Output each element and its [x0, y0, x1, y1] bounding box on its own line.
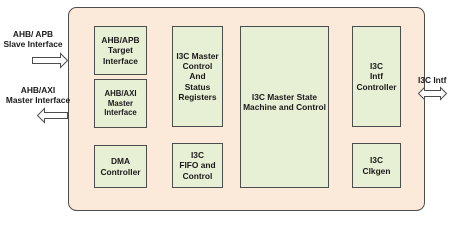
i3c-master-control-block: [172, 26, 223, 127]
i3c-fifo-label: I3C FIFO and Control: [179, 150, 216, 181]
ahb-axi-master-interface-block: [94, 79, 147, 128]
ahb-axi-master-arrow: [36, 107, 68, 124]
ahb-axi-master-interface-label: AHB/AXI Master Interface: [5, 84, 71, 105]
ahb-apb-target-label: AHB/APB Target Interface: [101, 35, 140, 66]
i3c-intf-controller-block: [352, 26, 401, 127]
i3c-state-machine-block: [240, 26, 329, 188]
ahb-apb-slave-interface-label: AHB/ APB Slave Interface: [3, 28, 63, 49]
i3c-clkgen-block: [352, 143, 401, 188]
i3c-fifo-block: [172, 143, 223, 188]
ahb-apb-target-interface-block: [94, 26, 147, 75]
i3c-intf-label: I3C Intf: [418, 74, 447, 85]
i3c-intf-controller-label: I3C Intf Controller: [356, 61, 397, 92]
ahb-apb-slave-arrow: [32, 52, 69, 69]
ahb-axi-master-label: AHB/AXI Master Interface: [104, 89, 137, 118]
dma-controller-block: [94, 145, 147, 188]
i3c-state-machine-label: I3C Master State Machine and Control: [243, 91, 326, 112]
i3c-intf-arrow: [417, 86, 448, 101]
i3c-clkgen-label: I3C Clkgen: [362, 155, 391, 176]
i3c-master-control-label: I3C Master Control And Status Registers: [176, 50, 219, 102]
dma-controller-label: DMA Controller: [100, 156, 141, 177]
block-diagram: [32, 7, 448, 211]
